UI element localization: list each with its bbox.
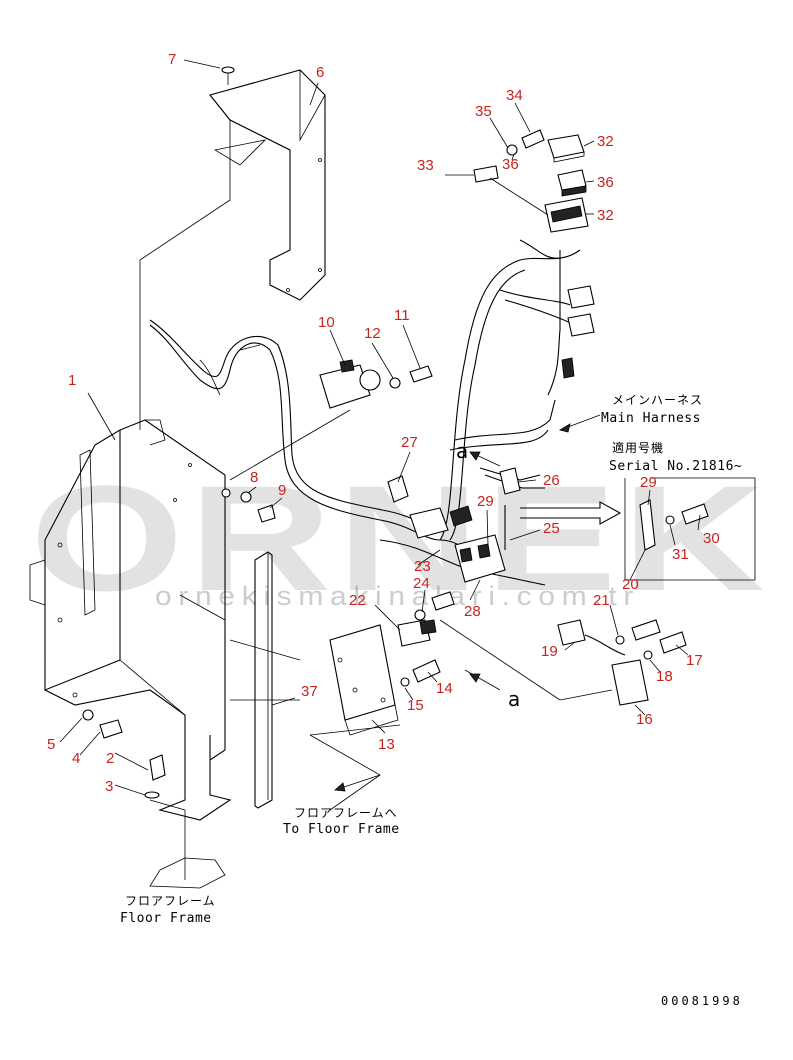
callout-9: 9 [278, 482, 286, 499]
relay-36-upper [557, 169, 587, 197]
screw-7 [221, 66, 235, 85]
callout-27: 27 [401, 434, 418, 451]
callout-18: 18 [656, 668, 673, 685]
callout-24: 24 [413, 575, 430, 592]
floor-frame-en: Floor Frame [120, 911, 212, 926]
watermark-url: ornekismakinalari.com.tr [155, 581, 640, 611]
callout-28: 28 [464, 603, 481, 620]
callout-21: 21 [593, 592, 610, 609]
callout-34: 34 [506, 87, 523, 104]
vertical-bar [254, 551, 273, 809]
relay-32-upper [547, 134, 585, 163]
callout-25: 25 [543, 520, 560, 537]
bracket-plate-13 [309, 591, 455, 736]
ref-a-arrows [464, 451, 501, 691]
callout-36-right: 36 [597, 174, 614, 191]
callout-numbers: 1 2 3 4 5 6 7 8 9 10 11 12 13 14 15 16 1… [47, 51, 720, 795]
bracket-33 [445, 165, 549, 216]
callout-7: 7 [168, 51, 176, 68]
fasteners-left [82, 709, 186, 811]
main-harness-en: Main Harness [601, 411, 701, 426]
callout-6: 6 [316, 64, 324, 81]
callout-30: 30 [703, 530, 720, 547]
callout-13: 13 [378, 736, 395, 753]
callout-29-detail: 29 [640, 474, 657, 491]
bolt-34 [506, 129, 545, 156]
callout-5: 5 [47, 736, 55, 753]
callout-29-main: 29 [477, 493, 494, 510]
callout-19: 19 [541, 643, 558, 660]
callout-10: 10 [318, 314, 335, 331]
applicable-serial-jp: 適用号機 [612, 440, 664, 455]
relay-32-lower [544, 197, 589, 233]
floor-frame-jp: フロアフレーム [125, 894, 216, 908]
callout-20: 20 [622, 576, 639, 593]
callout-15: 15 [407, 697, 424, 714]
document-number: 00081998 [661, 994, 743, 1008]
callout-14: 14 [436, 680, 453, 697]
side-panel [29, 419, 232, 821]
callout-1: 1 [68, 372, 76, 389]
to-floor-frame-jp: フロアフレームへ [294, 806, 398, 820]
callout-32-upper: 32 [597, 133, 614, 150]
cable-clamp-27 [387, 475, 409, 503]
callout-36-main: 36 [502, 156, 519, 173]
bracket-16 [439, 619, 687, 706]
grommet-8-9 [221, 488, 276, 523]
leader-lines [59, 59, 701, 796]
callout-8: 8 [250, 469, 258, 486]
callout-3: 3 [105, 778, 113, 795]
callout-22: 22 [349, 592, 366, 609]
callout-12: 12 [364, 325, 381, 342]
callout-17: 17 [686, 652, 703, 669]
callout-4: 4 [72, 750, 80, 767]
reference-a-top: a [456, 439, 468, 463]
reference-a-bottom: a [508, 687, 520, 711]
main-harness-jp: メインハーネス [612, 393, 703, 407]
component-10 [229, 359, 433, 481]
callout-16: 16 [636, 711, 653, 728]
callout-37: 37 [301, 683, 318, 700]
to-floor-frame-en: To Floor Frame [283, 822, 400, 837]
callout-35: 35 [475, 103, 492, 120]
main-harness-pointer [558, 414, 601, 433]
callout-2: 2 [106, 750, 114, 767]
serial-detail-box [520, 477, 756, 581]
top-cover [139, 69, 326, 430]
callout-23: 23 [414, 558, 431, 575]
annotations: メインハーネス Main Harness 適用号機 Serial No.2181… [120, 393, 743, 1008]
callout-31: 31 [672, 546, 689, 563]
callout-11: 11 [394, 307, 410, 324]
connector-26 [499, 467, 521, 495]
relay-cluster [409, 505, 506, 583]
serial-number: Serial No.21816~ [609, 459, 742, 474]
to-floor-frame-arrow [334, 774, 381, 792]
relays-on-harness [561, 285, 595, 379]
callout-33: 33 [417, 157, 434, 174]
callout-26: 26 [543, 472, 560, 489]
callout-32-lower: 32 [597, 207, 614, 224]
